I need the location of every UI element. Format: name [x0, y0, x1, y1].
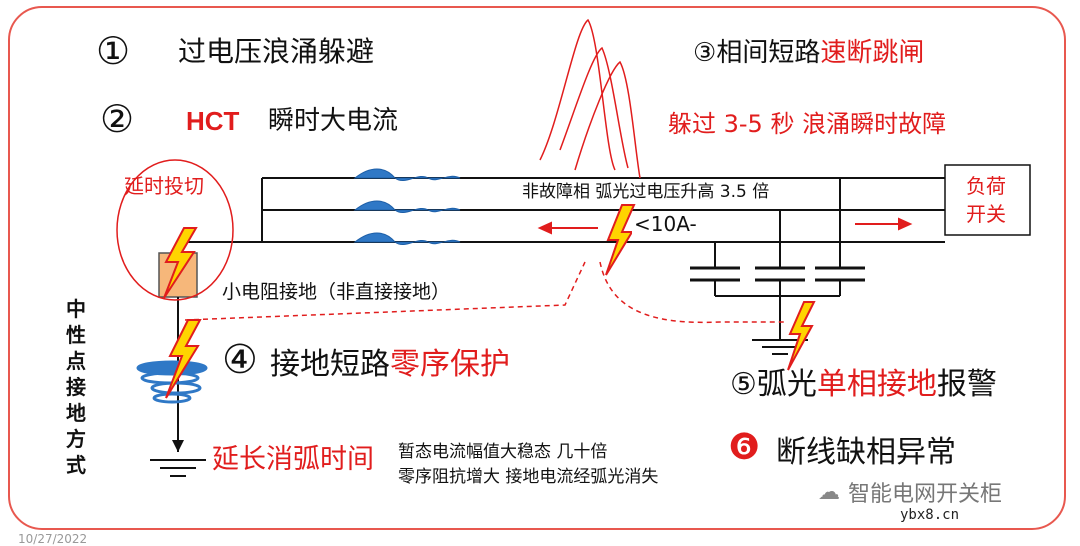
surge-waves [353, 168, 461, 246]
item2-number: ② [100, 97, 135, 141]
item4-number: ④ [222, 337, 258, 383]
item3-sub: 躲过 3-5 秒 浪涌瞬时故障 [668, 110, 947, 138]
watermark-icon: ☁ [818, 480, 840, 505]
small-resistor-label: 小电阻接地（非直接接地） [222, 281, 451, 303]
item4-title: 接地短路零序保护 [270, 350, 510, 380]
item2-prefix: HCT [186, 106, 240, 136]
item3-black: 相间短路 [716, 38, 821, 68]
item6-text: 断线缺相异常 [776, 435, 956, 470]
load-switch-line2: 开关 [966, 202, 1006, 226]
lightning-bolt-icon [163, 204, 816, 399]
item4-red: 零序保护 [390, 347, 510, 382]
slide-frame [8, 6, 1066, 530]
item3-number: ③ [693, 38, 717, 68]
item1-text: 过电压浪涌躲避 [178, 35, 375, 68]
item3-title: ③相间短路速断跳闸 [693, 40, 924, 66]
watermark-site: ybx8.cn [900, 507, 960, 523]
load-switch-line1: 负荷 [966, 174, 1006, 198]
item1-number: ① [96, 29, 131, 73]
date-partial: 10/27/2022 [18, 532, 88, 546]
surge-curves [539, 18, 641, 179]
watermark-text: 智能电网开关柜 [848, 482, 1003, 507]
item5-number: ⑤ [730, 367, 757, 402]
extend-arc-label: 延长消弧时间 [212, 444, 374, 475]
delay-switch-label: 延时投切 [124, 174, 204, 198]
item6-number: ❻ [728, 427, 761, 468]
item2-text: 瞬时大电流 [268, 106, 399, 136]
load-switch-box [944, 164, 1031, 236]
dashed-paths [184, 261, 785, 324]
item5-black1: 弧光 [756, 367, 817, 402]
item5-black2: 报警 [936, 367, 997, 402]
item3-red: 速断跳闸 [820, 38, 925, 68]
item4-black: 接地短路 [270, 347, 390, 382]
non-fault-phase-label: 非故障相 弧光过电压升高 3.5 倍 [520, 182, 772, 202]
neutral-method-label: 中 性 点 接 地 方 式 [66, 297, 86, 477]
current-10a-label: <10A- [632, 212, 699, 236]
item5-title: ⑤弧光单相接地报警 [730, 370, 997, 400]
note-line2: 零序阻抗增大 接地电流经弧光消失 [398, 467, 659, 487]
note-line1: 暂态电流幅值大稳态 几十倍 [398, 442, 608, 462]
item5-red: 单相接地 [816, 367, 937, 402]
delay-switch-circle [116, 159, 234, 301]
red-arrows [537, 217, 913, 235]
capacitor-bank [690, 178, 865, 355]
